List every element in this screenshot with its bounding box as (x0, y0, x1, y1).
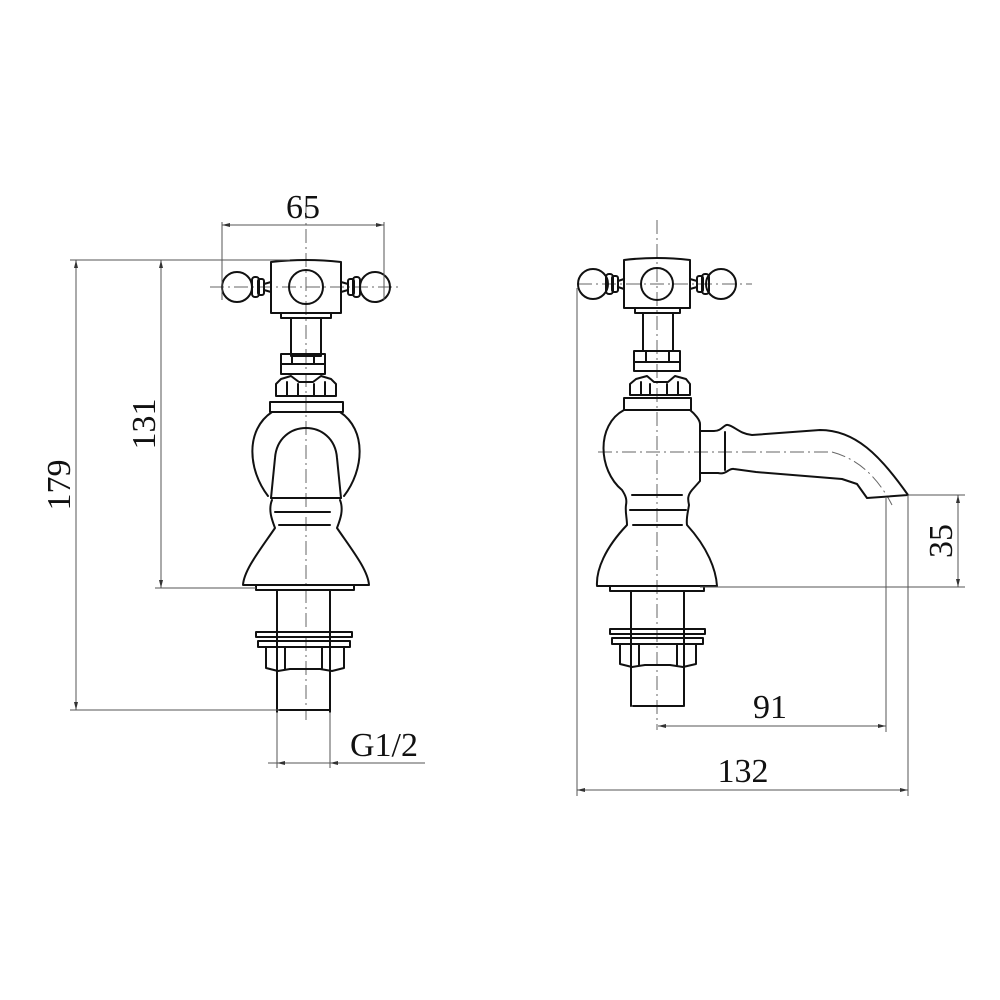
tap-body (242, 411, 370, 591)
dim-handle-width: 65 (286, 189, 320, 226)
side-shank (609, 590, 706, 707)
cross-handle (221, 259, 391, 314)
spout (699, 423, 909, 499)
shank (255, 589, 353, 713)
side-upper-nut (623, 350, 692, 411)
front-view (210, 205, 400, 720)
side-dimensions: 35 91 132 (576, 288, 965, 796)
side-view (577, 220, 909, 730)
dim-thread-size: G1/2 (350, 727, 418, 764)
dim-overall-height: 179 (41, 460, 78, 511)
upper-nut (269, 353, 344, 413)
dim-spout-height: 35 (923, 524, 960, 558)
side-spindle-shaft (642, 312, 674, 352)
dim-spout-reach: 91 (753, 689, 787, 726)
side-tap-body (595, 409, 718, 592)
dim-body-height: 131 (126, 399, 163, 450)
dim-overall-depth: 132 (718, 753, 769, 790)
front-dimensions: 65 179 131 G1/2 (41, 189, 425, 768)
spindle-shaft (290, 317, 322, 357)
side-cross-handle (577, 257, 737, 309)
